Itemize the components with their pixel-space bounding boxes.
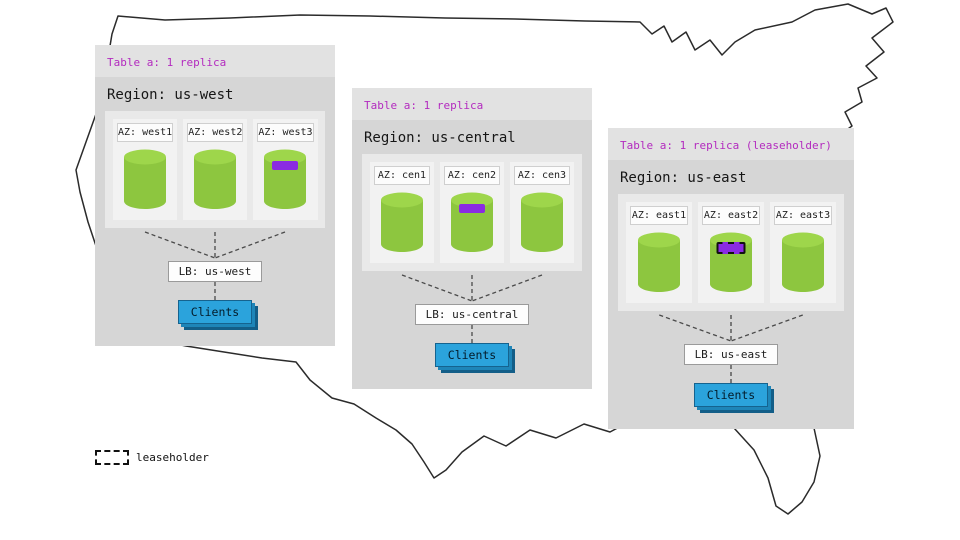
replica-cylinder (122, 148, 168, 210)
connector-line (214, 282, 216, 300)
database-cylinder-icon (194, 149, 237, 209)
database-cylinder-icon (451, 192, 493, 252)
leaseholder-legend: leaseholder (95, 450, 209, 465)
clients-box: Clients (693, 383, 769, 407)
replica-cylinder (708, 231, 754, 293)
legend-label: leaseholder (136, 451, 209, 464)
az-cell: AZ: cen2 (440, 162, 504, 263)
az-cell: AZ: cen1 (370, 162, 434, 263)
database-cylinder-icon (124, 149, 167, 209)
leaseholder-patch (716, 242, 746, 254)
region-panel-us-central: Table a: 1 replica Region: us-central AZ… (352, 88, 592, 389)
region-label: Region: us-central (364, 130, 516, 146)
leaseholder-swatch-icon (95, 450, 129, 465)
az-cell: AZ: east1 (626, 202, 692, 303)
az-container: AZ: east1 AZ: east2 (618, 194, 844, 311)
az-cell: AZ: west3 (253, 119, 318, 220)
table-replica-label: Table a: 1 replica (352, 88, 592, 120)
database-cylinder-icon (782, 232, 824, 292)
replica-patch (459, 204, 485, 213)
az-label: AZ: west3 (257, 123, 314, 142)
connector-lines (401, 274, 543, 302)
replica-cylinder (449, 191, 495, 253)
region-label: Region: us-west (107, 87, 234, 103)
region-panel-us-east: Table a: 1 replica (leaseholder) Region:… (608, 128, 854, 429)
az-label: AZ: east3 (774, 206, 832, 225)
az-cell: AZ: cen3 (510, 162, 574, 263)
az-container: AZ: cen1 AZ: cen2 (362, 154, 582, 271)
table-replica-label: Table a: 1 replica (leaseholder) (608, 128, 854, 160)
database-cylinder-icon (521, 192, 563, 252)
az-label: AZ: cen2 (444, 166, 500, 185)
load-balancer-box: LB: us-central (414, 304, 530, 325)
az-label: AZ: cen1 (374, 166, 430, 185)
clients-box: Clients (434, 343, 510, 367)
az-label: AZ: cen3 (514, 166, 570, 185)
database-cylinder-icon (638, 232, 680, 292)
region-panel-us-west: Table a: 1 replica Region: us-west AZ: w… (95, 45, 335, 346)
az-label: AZ: west2 (187, 123, 244, 142)
database-cylinder-icon (381, 192, 423, 252)
az-label: AZ: east2 (702, 206, 760, 225)
az-label: AZ: west1 (117, 123, 174, 142)
az-label: AZ: east1 (630, 206, 688, 225)
replica-cylinder (780, 231, 826, 293)
replica-cylinder (519, 191, 565, 253)
region-label: Region: us-east (620, 170, 747, 186)
az-cell: AZ: west1 (113, 119, 178, 220)
database-cylinder-icon (264, 149, 307, 209)
table-replica-label: Table a: 1 replica (95, 45, 335, 77)
load-balancer-box: LB: us-east (683, 344, 779, 365)
database-cylinder-icon (710, 232, 752, 292)
replica-cylinder (636, 231, 682, 293)
connector-lines (144, 231, 286, 259)
az-cell: AZ: west2 (183, 119, 248, 220)
replica-cylinder (379, 191, 425, 253)
connector-line (730, 365, 732, 383)
load-balancer-box: LB: us-west (167, 261, 263, 282)
replica-cylinder (262, 148, 308, 210)
replica-cylinder (192, 148, 238, 210)
replica-patch (272, 161, 299, 170)
az-cell: AZ: east2 (698, 202, 764, 303)
connector-lines (659, 314, 803, 342)
connector-line (471, 325, 473, 343)
az-cell: AZ: east3 (770, 202, 836, 303)
az-container: AZ: west1 AZ: west2 AZ: (105, 111, 325, 228)
clients-box: Clients (177, 300, 253, 324)
